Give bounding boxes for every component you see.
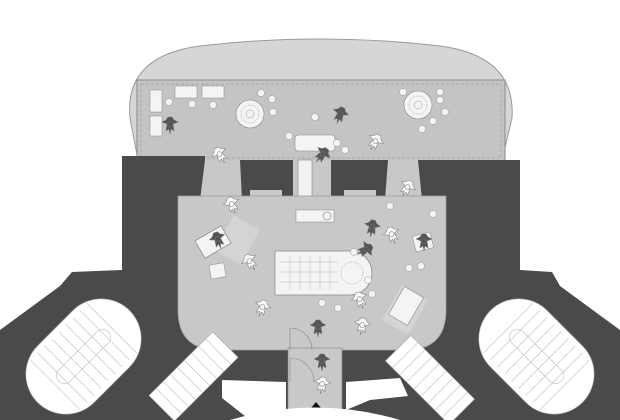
person-icon — [314, 147, 331, 163]
central-counter — [274, 250, 373, 296]
stool-icon — [269, 108, 277, 116]
niche-left — [250, 190, 282, 200]
stool-icon — [405, 264, 413, 272]
entrance-arrow-icon — [311, 402, 321, 408]
corridor-right — [385, 160, 422, 200]
sofa — [294, 134, 336, 152]
stool-icon — [436, 88, 444, 96]
stair-right — [478, 298, 595, 415]
room-stools — [318, 202, 437, 312]
person-icon — [382, 226, 400, 244]
stool-icon — [368, 290, 376, 298]
rug — [214, 215, 260, 265]
door-swing-icon — [289, 357, 315, 383]
stool-icon — [318, 299, 326, 307]
stool-icon — [188, 100, 196, 108]
door-swing-icon — [289, 327, 313, 351]
stool-icon — [333, 139, 341, 147]
stair-icon — [155, 338, 232, 415]
side-room-right — [346, 378, 408, 410]
stool-icon — [341, 146, 349, 154]
person-icon — [354, 317, 371, 335]
stools — [165, 88, 449, 154]
kitchenette — [297, 159, 313, 199]
stair-icon — [392, 342, 468, 418]
niche-right — [344, 190, 376, 200]
person-icon — [350, 291, 368, 309]
person-icon — [314, 376, 331, 394]
stool-icon — [399, 88, 407, 96]
stool-icon — [386, 202, 394, 210]
stool-icon — [429, 210, 437, 218]
stair-left — [25, 298, 142, 415]
stool-icon — [429, 117, 437, 125]
stool-icon — [418, 125, 426, 133]
person-icon — [399, 179, 416, 196]
clock-icon — [322, 211, 332, 221]
person-icon — [309, 319, 327, 338]
person-icon — [357, 241, 374, 258]
stool-icon — [311, 113, 319, 121]
person-icon — [241, 253, 258, 270]
round-table-icon — [235, 99, 265, 129]
stool-icon — [285, 132, 293, 140]
stair-icon — [483, 303, 590, 410]
stool-icon — [334, 304, 342, 312]
stool-icon — [350, 248, 358, 256]
person-icon — [211, 146, 228, 163]
stool-icon — [165, 98, 173, 106]
stool-icon — [436, 96, 444, 104]
lounge-bed — [388, 286, 424, 326]
person-icon — [332, 106, 350, 124]
person-icon — [367, 133, 384, 150]
people — [161, 106, 433, 394]
side-room-left — [222, 380, 286, 420]
bench — [149, 89, 163, 113]
stair-right-lower — [385, 335, 475, 420]
round-table-icon — [340, 261, 364, 285]
person-icon — [415, 233, 433, 252]
stool-icon — [209, 101, 217, 109]
person-icon — [313, 353, 331, 372]
stair-left-lower — [148, 331, 239, 420]
side-table — [208, 262, 227, 280]
stool-icon — [417, 262, 425, 270]
desk — [201, 85, 225, 99]
stool-icon — [257, 89, 265, 97]
stool-icon — [364, 276, 372, 284]
info-panel — [295, 209, 335, 223]
stool-icon — [268, 95, 276, 103]
bench — [149, 115, 163, 137]
stair-icon — [30, 303, 137, 410]
round-table-icon — [403, 90, 433, 120]
person-icon — [208, 231, 226, 249]
person-icon — [364, 219, 381, 237]
desk — [174, 85, 198, 99]
person-icon — [161, 116, 179, 135]
corridor-left — [200, 160, 242, 200]
terrace-railing — [140, 83, 502, 159]
stool-icon — [441, 108, 449, 116]
courtyard-arc — [230, 407, 400, 420]
counter-grid — [280, 256, 338, 290]
person-icon — [254, 299, 272, 317]
person-icon — [222, 196, 240, 214]
